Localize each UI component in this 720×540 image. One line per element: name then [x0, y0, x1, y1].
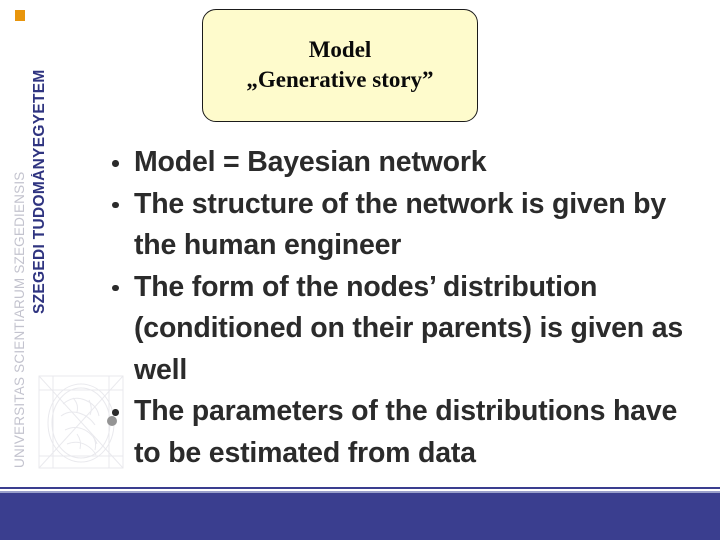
orange-square-icon	[15, 10, 25, 21]
university-crest-watermark	[38, 375, 124, 469]
list-item: Model = Bayesian network	[108, 142, 708, 184]
footer-accent-gap	[0, 489, 720, 491]
university-name-hungarian: SZEGEDI TUDOMÁNYEGYETEM	[31, 69, 48, 314]
list-item: The parameters of the distributions have…	[108, 391, 708, 474]
slide-title-box: Model „Generative story”	[202, 9, 478, 122]
footer-accent-line-light	[0, 491, 720, 493]
slide-bullet-list: Model = Bayesian network The structure o…	[108, 142, 708, 474]
university-branding-sidebar: SZEGEDI TUDOMÁNYEGYETEM UNIVERSITAS SCIE…	[0, 0, 120, 490]
footer-accent-line-top	[0, 487, 720, 489]
slide-title-line-2: „Generative story”	[246, 67, 434, 92]
list-item: The structure of the network is given by…	[108, 184, 708, 267]
slide-title-line-1: Model	[308, 37, 372, 62]
footer-bar	[0, 493, 720, 540]
university-name-latin: UNIVERSITAS SCIENTIARUM SZEGEDIENSIS	[12, 171, 27, 469]
list-item: The form of the nodes’ distribution (con…	[108, 267, 708, 392]
